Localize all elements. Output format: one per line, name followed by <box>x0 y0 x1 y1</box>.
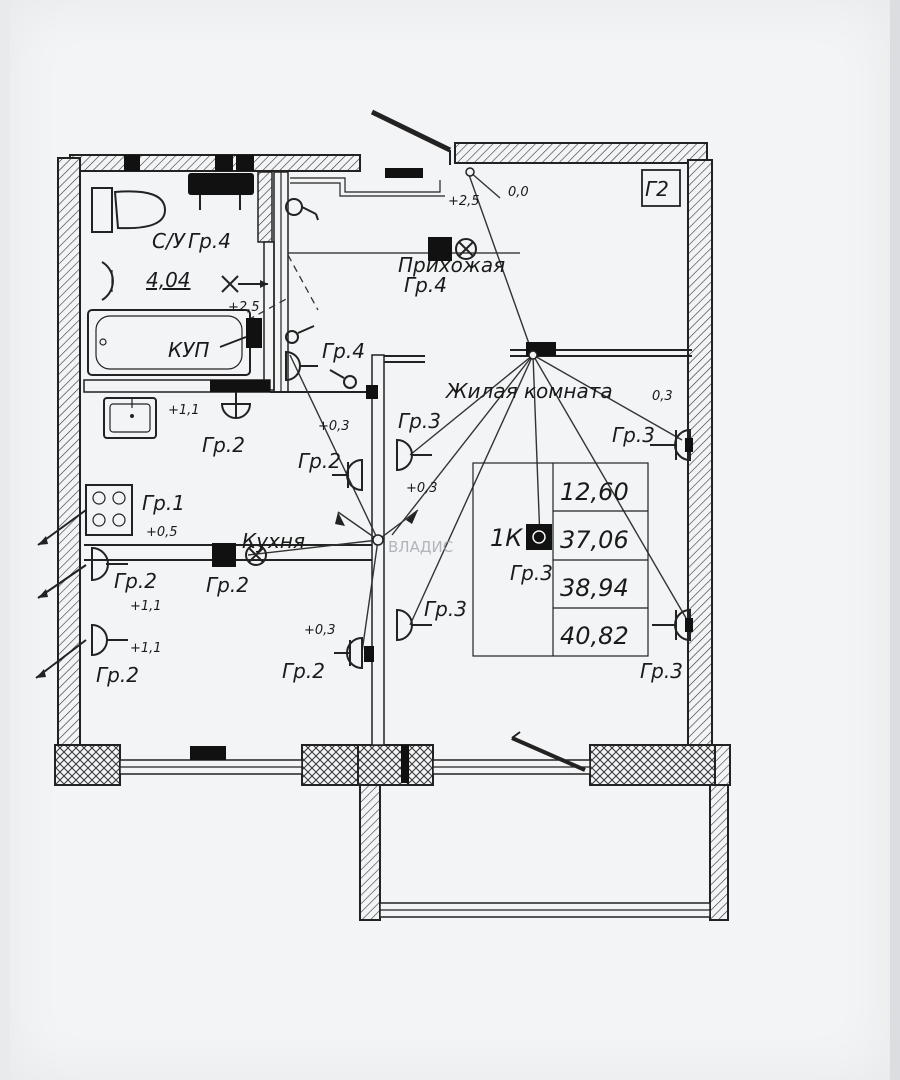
apartment-type-label: 1К <box>490 524 523 552</box>
height-label: +0,3 <box>406 481 438 496</box>
bathroom-area: 4,04 <box>146 268 191 292</box>
area-living: 12,60 <box>560 478 629 506</box>
area-total-3: 40,82 <box>560 622 629 650</box>
height-label: +0,5 <box>146 525 178 540</box>
height-label: +1,1 <box>130 641 162 656</box>
kitchen-lamp-icon <box>212 543 267 567</box>
switch-icon <box>285 198 357 389</box>
socket-group-label: Гр.2 <box>96 663 139 687</box>
hallway-lamp-icon <box>428 237 477 261</box>
bathroom-label: С/У <box>152 229 187 253</box>
socket-group-label: Гр.3 <box>424 597 467 621</box>
lamp-group-label: Гр.2 <box>206 573 249 597</box>
drawing-sheet <box>10 0 890 1080</box>
socket-group-label: Гр.2 <box>202 433 245 457</box>
stamp-label: Г2 <box>645 177 669 201</box>
socket-group-label: Гр.2 <box>298 449 341 473</box>
hallway-label: Прихожая <box>398 253 505 277</box>
height-label: +1,1 <box>130 599 162 614</box>
height-label: +0,3 <box>304 623 336 638</box>
area-total-1: 37,06 <box>560 526 629 554</box>
socket-group-label: Гр.3 <box>640 659 683 683</box>
zero-level-label: 0,0 <box>508 185 529 200</box>
entrance-door <box>370 109 452 165</box>
balcony <box>359 784 729 921</box>
socket-group-label: Гр.2 <box>282 659 325 683</box>
height-label: +1,1 <box>168 403 200 418</box>
height-label: 0,3 <box>652 389 673 404</box>
corridor-group-label: Гр.4 <box>322 339 365 363</box>
socket-icons <box>91 275 693 670</box>
kup-label: КУП <box>168 338 209 362</box>
area-table <box>472 462 649 657</box>
page-edge <box>890 0 900 1080</box>
kitchen-label: Кухня <box>242 529 305 553</box>
wiring <box>35 168 687 679</box>
height-label: +0,3 <box>318 419 350 434</box>
stove-group-label: Гр.1 <box>142 491 185 515</box>
kitchen-fixtures <box>85 397 157 536</box>
living-lamp-icon <box>526 524 552 550</box>
socket-group-label: Гр.3 <box>612 423 655 447</box>
lamp-group-label: Гр.3 <box>510 561 553 585</box>
height-label: +2,5 <box>228 300 260 315</box>
area-total-2: 38,94 <box>560 574 629 602</box>
outer-walls <box>54 142 731 786</box>
stamp-box <box>641 169 681 207</box>
bathroom-group-label: Гр.4 <box>188 229 231 253</box>
ceiling-junction <box>372 167 556 546</box>
watermark: ВЛАДИС <box>388 538 453 556</box>
living-room-label: Жилая комната <box>444 379 613 403</box>
bathroom-fixtures <box>87 173 254 376</box>
height-label: +2,5 <box>448 194 480 209</box>
partitions <box>83 171 692 746</box>
balcony-door <box>511 731 586 772</box>
hallway-group-label: Гр.4 <box>404 273 447 297</box>
socket-group-label: Гр.3 <box>398 409 441 433</box>
socket-group-label: Гр.2 <box>114 569 157 593</box>
